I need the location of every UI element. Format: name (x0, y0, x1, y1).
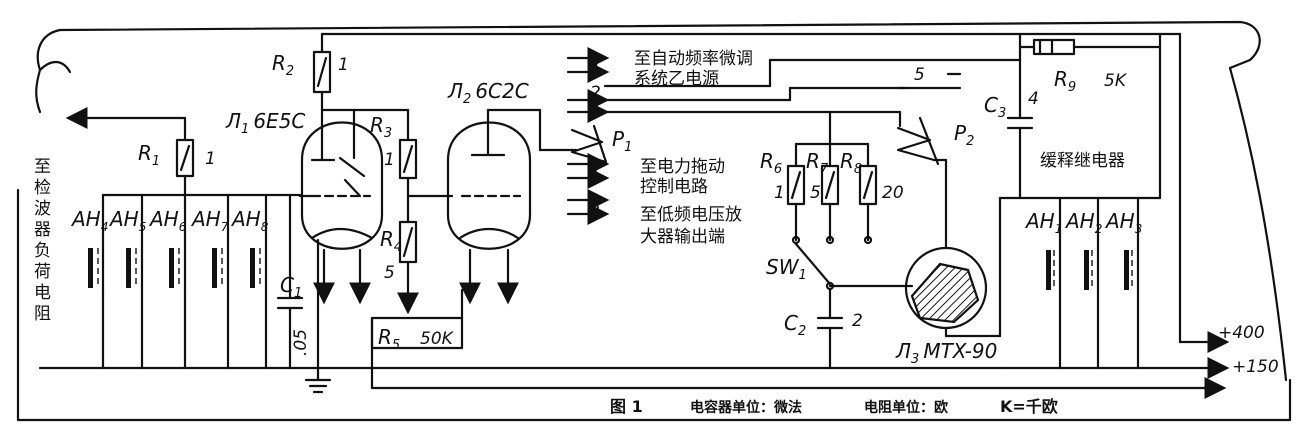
label-p1: P1 (612, 127, 632, 155)
terminal-labels: 4 2 5 1 3 至自动频率微调 系统乙电源 至电力拖动 控制电路 至低频电压… (34, 49, 1279, 377)
label-r1: R1 (138, 141, 160, 169)
terminal-1: 1 (590, 163, 601, 183)
left-dest-char: 负 (34, 241, 51, 261)
label-r5: R5 (378, 325, 400, 353)
capacitance-unit: 电容器单位：微法 (690, 399, 802, 416)
left-dest-char: 检 (34, 178, 51, 198)
tube-6c2c (446, 108, 578, 305)
terminal-2: 2 (590, 83, 601, 103)
label-r4: R4 (380, 227, 402, 255)
r9-c3 (898, 32, 1162, 200)
label-ah6: AH6 (148, 207, 187, 234)
ah-bank-right (998, 196, 1162, 370)
relay-p1 (566, 47, 1022, 225)
figure-caption: 图 1 电容器单位：微法 电阻单位：欧 K=千欧 (610, 397, 1058, 416)
dest-afc-line1: 至自动频率微调 (634, 49, 753, 69)
label-r8: R8 (840, 149, 862, 177)
label-r3: R3 (370, 113, 392, 141)
label-ah8: AH8 (230, 207, 269, 234)
relay-coil (88, 228, 105, 296)
left-dest-char: 阻 (34, 304, 51, 324)
kilo-ohm-note: K=千欧 (1000, 397, 1058, 416)
relay-coil (1084, 238, 1100, 300)
relay-coil (169, 228, 187, 296)
value-r5: 50K (420, 329, 455, 349)
dest-audio-line1: 至低频电压放 (640, 205, 742, 225)
figure-number: 图 1 (610, 397, 643, 416)
label-sw1: SW1 (766, 255, 807, 283)
label-ah1: AH1 (1024, 209, 1062, 236)
left-dest-char: 荷 (34, 262, 51, 282)
value-r3: 1 (384, 150, 395, 170)
relay-coil (1124, 238, 1140, 300)
page-frame (16, 20, 1292, 422)
terminal-4: 4 (590, 51, 601, 71)
left-destination-vertical: 至 检 波 器 负 荷 电 阻 (34, 157, 51, 324)
relay-coil (212, 228, 230, 296)
value-c2: 2 (852, 311, 863, 331)
tube-6e5c (298, 32, 384, 370)
label-ah7: AH7 (190, 207, 229, 234)
terminal-5: 5 (914, 65, 925, 85)
capacitor-c1 (276, 193, 304, 370)
label-c3: C3 (984, 93, 1006, 121)
value-r6: 1 (774, 183, 785, 203)
label-ah4: AH4 (70, 207, 108, 234)
value-c3: 4 (1028, 89, 1039, 109)
label-c2: C2 (784, 311, 806, 339)
relay-p2 (896, 116, 948, 250)
value-r9: 5K (1104, 71, 1128, 91)
value-r1: 1 (205, 149, 216, 169)
label-ah3: AH3 (1104, 209, 1142, 236)
label-r6: R6 (760, 149, 782, 177)
dest-afc-line2: 系统乙电源 (634, 69, 719, 89)
value-r8: 20 (882, 183, 904, 203)
left-dest-char: 至 (34, 157, 51, 177)
supply-plus400: +400 (1218, 323, 1265, 343)
dest-audio-line2: 大器输出端 (640, 227, 725, 247)
supply-lines (320, 32, 1230, 399)
relay-bank-label: 缓释继电器 (1040, 151, 1125, 171)
label-r7: R7 (806, 149, 829, 177)
r3-r4-r5-chain (352, 108, 464, 350)
label-r2: R2 (272, 51, 294, 79)
label-ah5: AH5 (108, 207, 146, 234)
tube-mtx90 (904, 196, 1002, 338)
relay-coil (1046, 238, 1062, 300)
dest-motor-line2: 控制电路 (640, 177, 708, 197)
label-ah2: AH2 (1064, 209, 1102, 236)
resistance-unit: 电阻单位：欧 (864, 399, 948, 416)
value-r7: 5 (810, 183, 821, 203)
left-dest-char: 电 (34, 283, 51, 303)
value-r2: 1 (338, 55, 349, 75)
r6-r7-r8-sw1 (786, 110, 914, 370)
ground-bus (38, 357, 1230, 394)
r1-branch (65, 107, 195, 197)
label-r9: R9 (1054, 67, 1076, 95)
left-dest-char: 波 (34, 199, 51, 219)
left-dest-char: 器 (34, 220, 51, 240)
relay-coil (126, 228, 144, 296)
relay-coil (250, 228, 268, 296)
ah-bank-left (88, 193, 302, 370)
value-c1: .05 (291, 329, 311, 356)
value-r4: 5 (384, 263, 395, 283)
label-c1: C1 (280, 273, 302, 301)
dest-motor-line1: 至电力拖动 (640, 157, 725, 177)
label-p2: P2 (954, 121, 974, 149)
terminal-3: 3 (590, 197, 601, 217)
supply-plus150: +150 (1232, 357, 1279, 377)
